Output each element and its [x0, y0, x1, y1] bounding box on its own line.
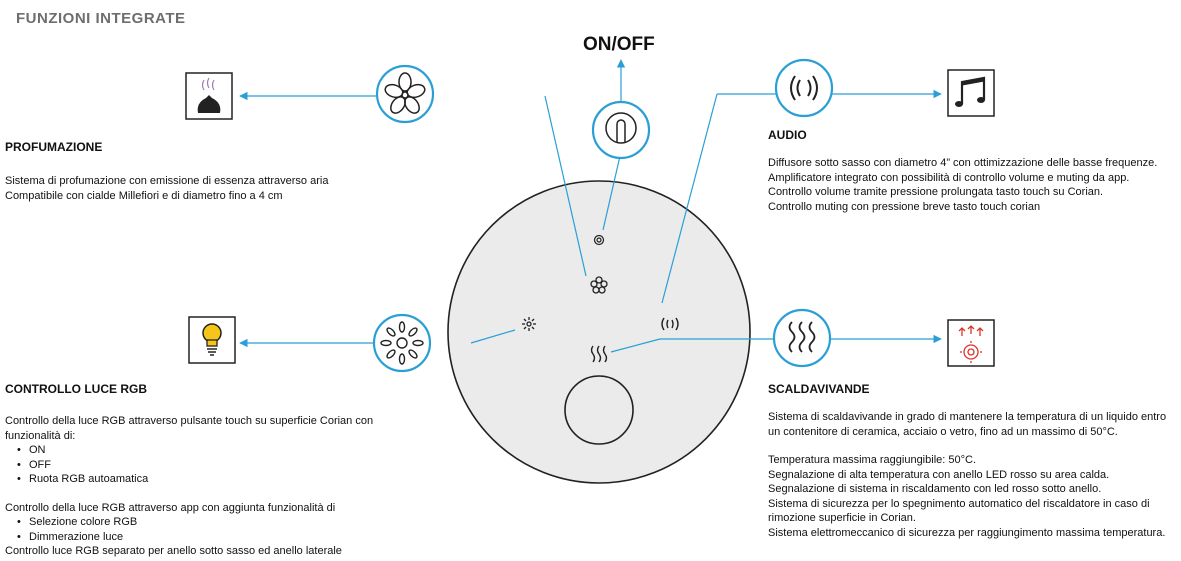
luce-outro: Controllo luce RGB separato per anello s… — [5, 545, 342, 557]
heating-ring — [564, 375, 634, 445]
heat-waves-icon — [772, 308, 832, 368]
list-item: Ruota RGB autoamatica — [17, 472, 405, 487]
audio-line: Controllo muting con pressione breve tas… — [768, 200, 1041, 213]
scaldavivande-heading: SCALDAVIVANDE — [768, 382, 870, 396]
scaldavivande-line: Temperatura massima raggiungibile: 50°C. — [768, 454, 976, 466]
luce-heading: CONTROLLO LUCE RGB — [5, 382, 147, 396]
scaldavivande-para1: Sistema di scaldavivande in grado di man… — [768, 411, 1167, 438]
disc-light-icon — [522, 317, 536, 331]
scaldavivande-line: Segnalazione di sistema in riscaldamento… — [768, 483, 1102, 495]
list-item: OFF — [17, 458, 405, 473]
audio-description: Diffusore sotto sasso con diametro 4” co… — [768, 156, 1178, 214]
page-title: FUNZIONI INTEGRATE — [16, 10, 186, 27]
device-disc — [447, 180, 751, 484]
scaldavivande-last: Sistema elettromeccanico di sicurezza pe… — [768, 526, 1166, 539]
light-bulb-icon — [188, 316, 236, 364]
heater-icon — [947, 319, 995, 367]
audio-line: Diffusore sotto sasso con diametro 4” co… — [768, 157, 1158, 169]
list-item: Selezione colore RGB — [17, 515, 405, 530]
disc-heat-icon — [590, 345, 608, 363]
scaldavivande-line: Sistema di sicurezza per lo spegnimento … — [768, 497, 1150, 525]
profumazione-line: Compatibile con cialde Millefiori e di d… — [5, 189, 283, 202]
profumazione-heading: PROFUMAZIONE — [5, 140, 103, 154]
onoff-label: ON/OFF — [583, 34, 655, 55]
audio-line: Controllo volume tramite pressione prolu… — [768, 186, 1104, 198]
profumazione-description: Sistema di profumazione con emissione di… — [5, 174, 375, 203]
disc-flower-icon — [590, 276, 608, 294]
luce-intro: Controllo della luce RGB attraverso puls… — [5, 415, 374, 442]
sound-waves-icon — [774, 58, 834, 118]
luce-description: Controllo della luce RGB attraverso puls… — [5, 414, 405, 559]
touch-icon — [591, 100, 651, 160]
disc-audio-icon — [661, 317, 679, 331]
audio-line: Amplificatore integrato con possibilità … — [768, 171, 1130, 184]
diffuser-icon — [185, 72, 233, 120]
list-item: Dimmerazione luce — [17, 530, 405, 545]
disc-touch-icon — [593, 234, 605, 246]
scaldavivande-description: Sistema di scaldavivande in grado di man… — [768, 410, 1178, 540]
luce-bullets-app: Selezione colore RGB Dimmerazione luce — [5, 515, 405, 544]
flower-icon — [375, 64, 435, 124]
scaldavivande-line: Segnalazione di alta temperatura con ane… — [768, 468, 1110, 481]
audio-heading: AUDIO — [768, 128, 807, 142]
music-note-icon — [947, 69, 995, 117]
profumazione-line: Sistema di profumazione con emissione di… — [5, 175, 329, 187]
sun-light-icon — [372, 313, 432, 373]
luce-intro-app: Controllo della luce RGB attraverso app … — [5, 501, 336, 514]
luce-bullets-touch: ON OFF Ruota RGB autoamatica — [5, 443, 405, 487]
list-item: ON — [17, 443, 405, 458]
